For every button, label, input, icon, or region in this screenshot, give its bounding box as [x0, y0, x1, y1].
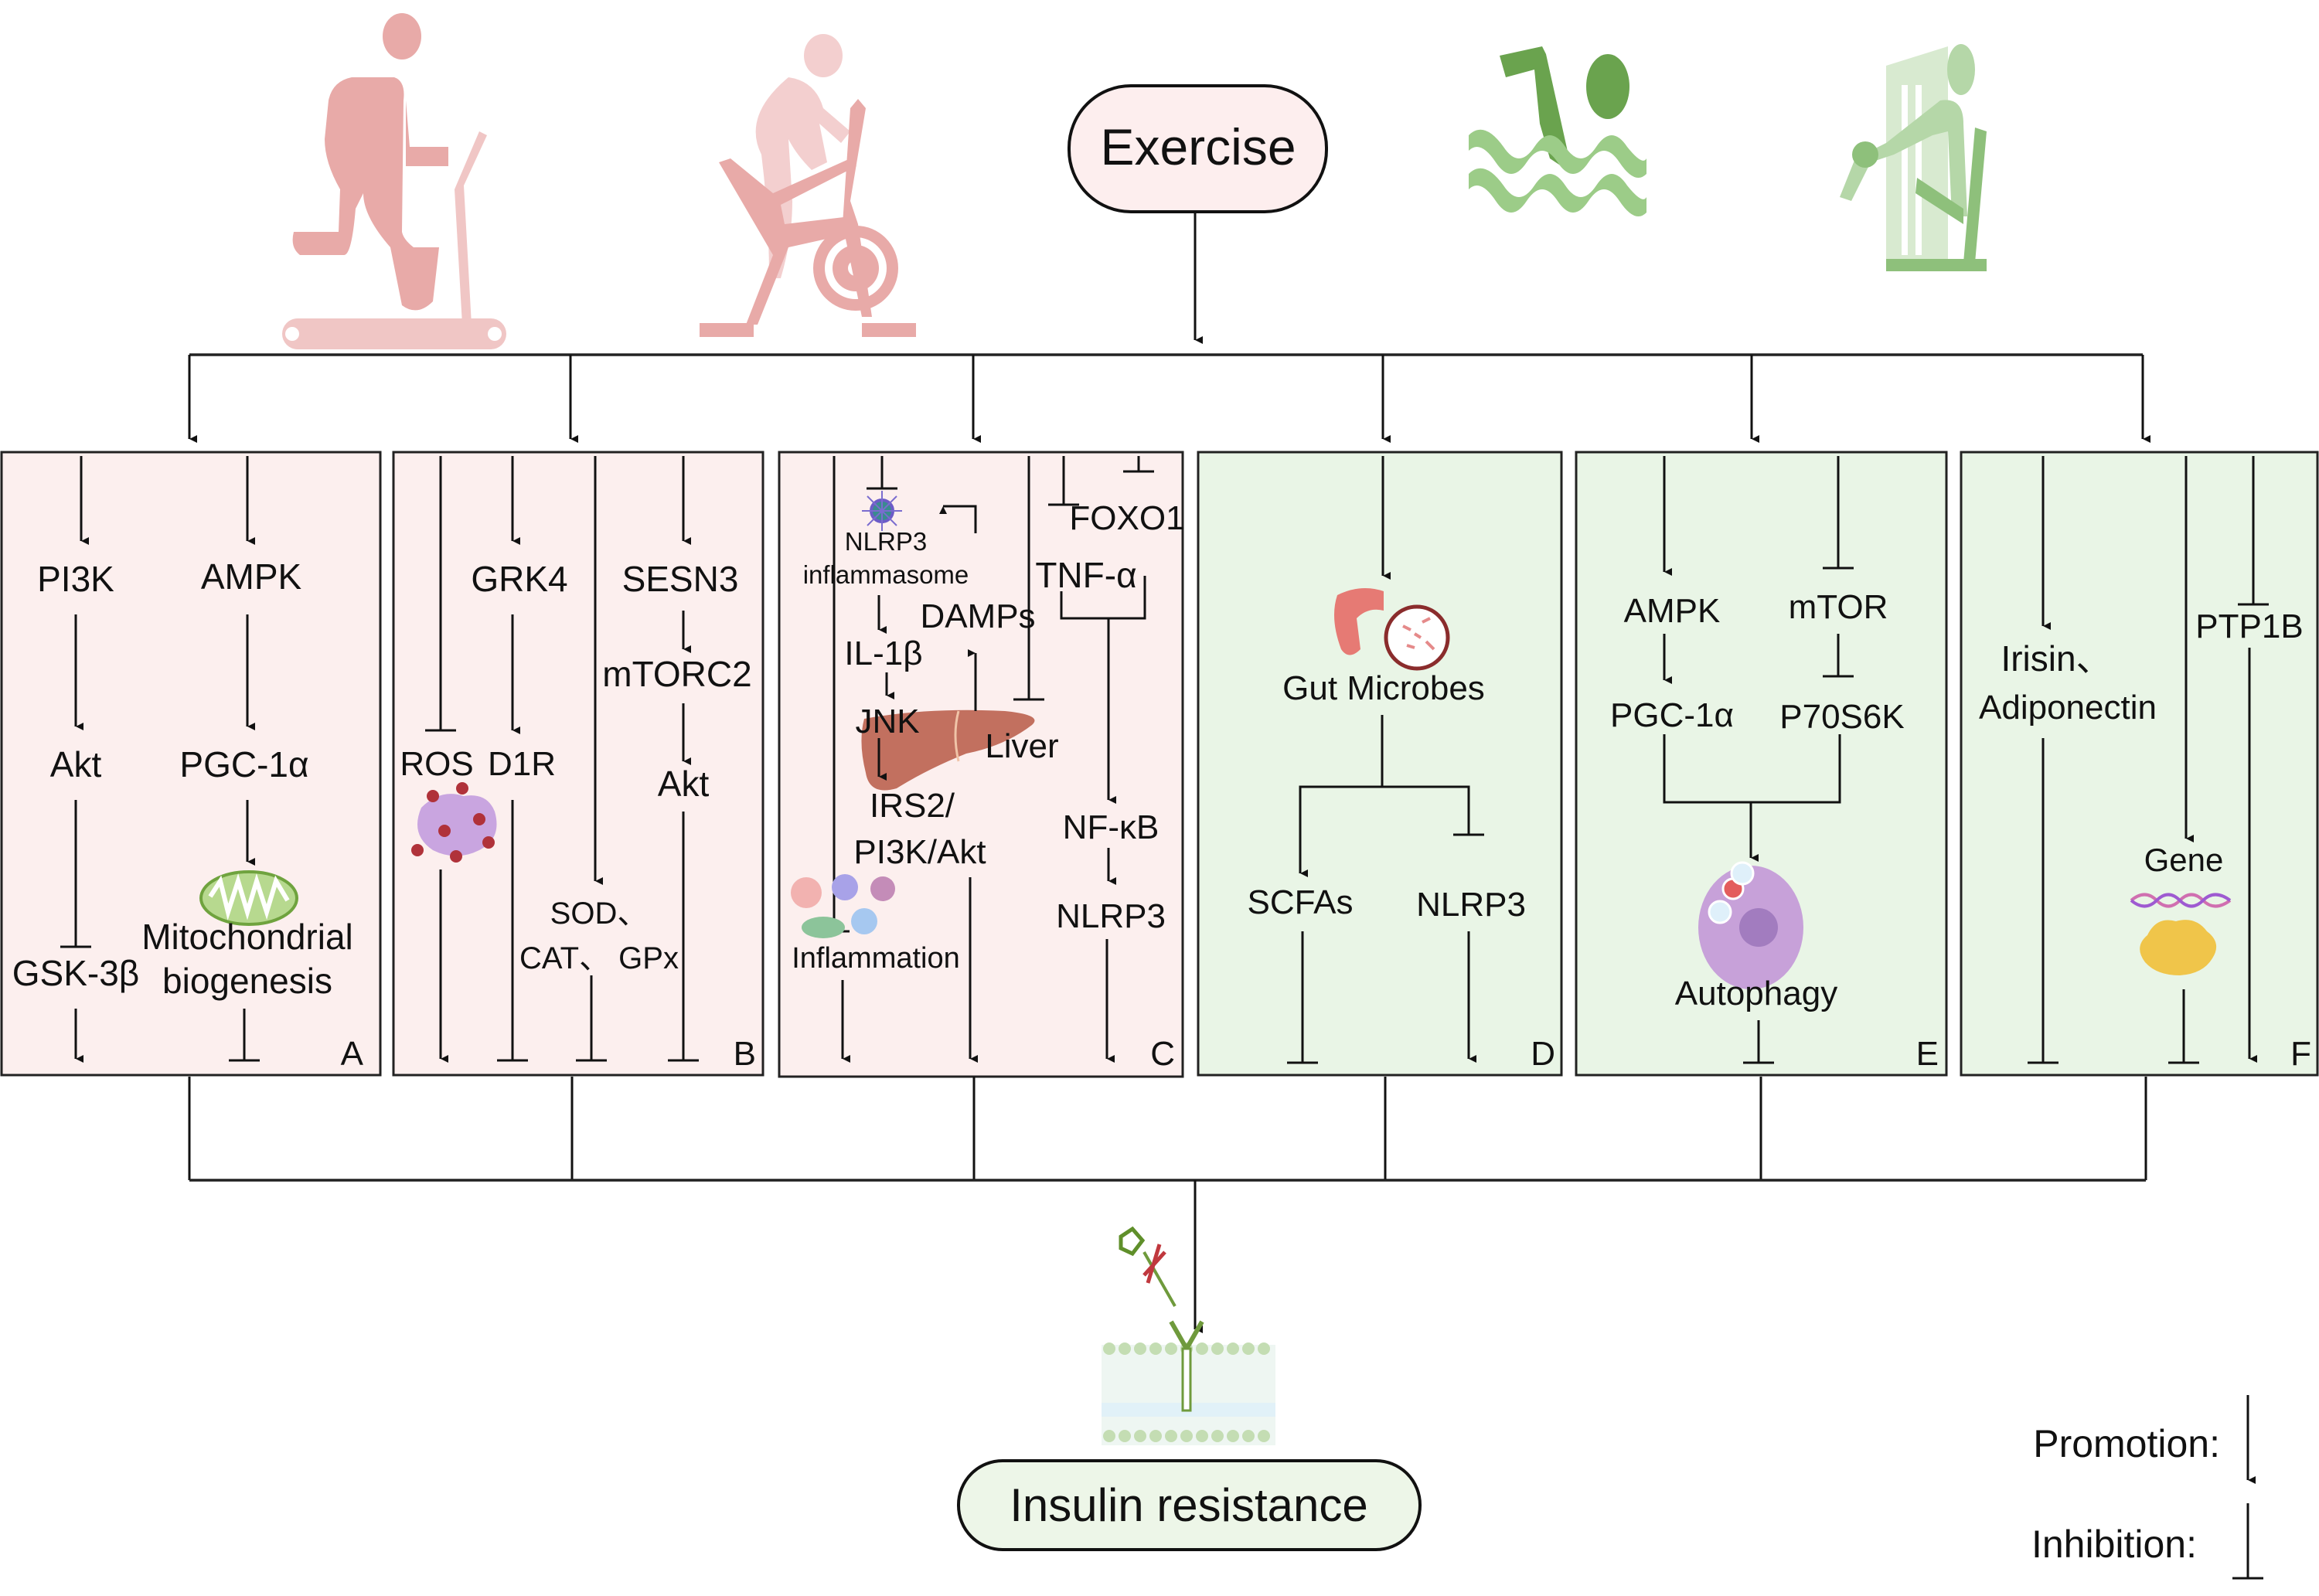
node-mtor: mTOR: [1789, 588, 1888, 626]
node-pgc1a-e: PGC-1α: [1610, 696, 1734, 734]
node-scfas: SCFAs: [1248, 883, 1354, 921]
node-gene: Gene: [2144, 842, 2224, 878]
node-mtorc2: mTORC2: [602, 654, 751, 694]
panel-label-a: A: [341, 1035, 364, 1073]
mitochondrion-icon: [199, 870, 298, 926]
panel-e: AMPK mTOR PGC-1α P70S6K Autophagy E: [1575, 451, 1948, 1077]
node-akt: Akt: [50, 744, 102, 784]
node-irs2: IRS2/: [870, 787, 955, 825]
top-bus-drops: [188, 355, 2150, 443]
node-nlrp3-d: NLRP3: [1416, 886, 1526, 924]
node-p70s6k: P70S6K: [1779, 698, 1904, 736]
node-irisin: Irisin、: [2001, 638, 2111, 679]
node-ampk: AMPK: [201, 556, 302, 597]
panel-b: GRK4 SESN3 mTORC2 ROS D1R Akt SOD、 CAT、 …: [392, 451, 764, 1077]
treadmill-running-icon: [282, 13, 506, 349]
inflammasome-icon: [862, 491, 902, 531]
insulin-resistance-node: Insulin resistance: [957, 1459, 1422, 1551]
node-tnfa: TNF-α: [1035, 555, 1136, 595]
node-autophagy: Autophagy: [1675, 975, 1837, 1012]
swimming-icon: [1469, 46, 1646, 216]
panel-label-e: E: [1916, 1035, 1939, 1073]
node-liver: Liver: [985, 727, 1058, 765]
ros-cell-icon: [411, 782, 497, 863]
node-sod: SOD、: [550, 897, 649, 931]
insulin-receptor-membrane-icon: [1102, 1226, 1275, 1445]
gut-microbes-icon: [1334, 588, 1450, 671]
legend-inhibition-label: Inhibition:: [2031, 1523, 2197, 1566]
dna-protein-icon: [2130, 893, 2232, 975]
panel-label-c: C: [1150, 1035, 1175, 1073]
panel-label-f: F: [2290, 1035, 2311, 1073]
node-nlrp3-c: NLRP3: [1056, 897, 1166, 935]
node-il1b: IL-1β: [844, 635, 922, 672]
node-sesn3: SESN3: [622, 559, 739, 599]
bottom-bus: [188, 1077, 2147, 1333]
exercise-node: Exercise: [1068, 84, 1328, 213]
panel-f: Irisin、 Adiponectin PTP1B Gene F: [1960, 451, 2319, 1077]
node-adiponectin: Adiponectin: [1979, 689, 2157, 727]
immune-cells-icon: [791, 874, 895, 938]
node-pgc1a: PGC-1α: [179, 744, 308, 784]
panel-label-b: B: [734, 1035, 756, 1073]
insulin-resistance-label: Insulin resistance: [1010, 1479, 1368, 1531]
exercise-label: Exercise: [1100, 118, 1296, 175]
autophagy-cell-icon: [1698, 861, 1803, 989]
panel-a: PI3K AMPK Akt PGC-1α GSK-3β Mitochondria…: [0, 451, 382, 1077]
node-mitochondrial: Mitochondrial: [141, 917, 353, 957]
legend-promotion-label: Promotion:: [2033, 1422, 2220, 1465]
panel-c: NLRP3 inflammasome FOXO1 TNF-α DAMPs IL-…: [778, 451, 1185, 1078]
node-ros: ROS: [400, 745, 473, 783]
leg-press-machine-icon: [1840, 44, 1987, 271]
node-gsk3b: GSK-3β: [12, 953, 140, 993]
node-gut-microbes: Gut Microbes: [1282, 669, 1485, 707]
node-akt-b: Akt: [658, 764, 710, 804]
node-nfkb: NF-κB: [1063, 808, 1160, 846]
node-ampk-e: AMPK: [1624, 592, 1721, 630]
panel-d: Gut Microbes SCFAs NLRP3 D: [1197, 451, 1563, 1077]
node-cat-gpx: CAT、 GPx: [519, 941, 679, 975]
stationary-cycling-icon: [700, 34, 916, 337]
node-nlrp3-inflammasome-1: NLRP3: [845, 527, 927, 556]
node-pi3k-akt: PI3K/Akt: [853, 833, 986, 871]
node-pi3k: PI3K: [37, 559, 114, 599]
node-jnk: JNK: [855, 703, 919, 740]
node-biogenesis: biogenesis: [162, 961, 332, 1001]
node-inflammation: Inflammation: [792, 942, 960, 975]
node-ptp1b: PTP1B: [2195, 607, 2303, 645]
liver-icon: [861, 710, 1035, 791]
node-nlrp3-inflammasome-2: inflammasome: [803, 560, 969, 589]
legend: Promotion: Inhibition:: [2031, 1395, 2263, 1580]
panel-label-d: D: [1531, 1035, 1555, 1073]
node-d1r: D1R: [488, 745, 556, 783]
node-foxo1: FOXO1: [1069, 499, 1184, 537]
node-grk4: GRK4: [471, 559, 567, 599]
node-damps: DAMPs: [920, 597, 1035, 635]
